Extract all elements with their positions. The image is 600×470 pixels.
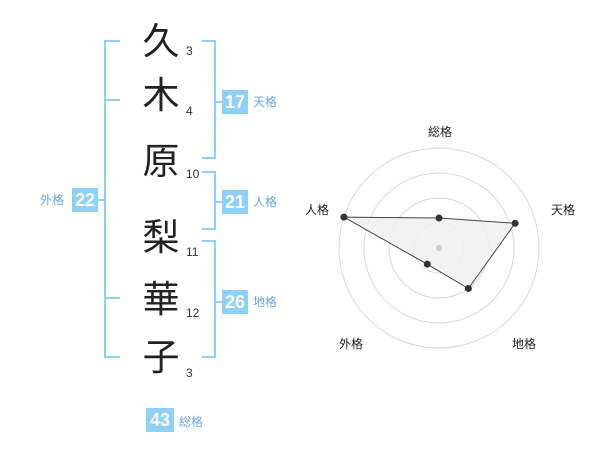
gaikaku-bracket-tick xyxy=(104,40,120,42)
radar-axis-jinkaku: 人格 xyxy=(304,203,329,217)
chikaku-value-badge: 26 xyxy=(222,290,248,314)
radar-point-3 xyxy=(423,260,431,268)
stroke-count-2: 4 xyxy=(186,104,193,118)
soukaku-value-badge: 43 xyxy=(146,408,174,432)
chikaku-connector xyxy=(214,301,224,303)
name-char-3: 原 xyxy=(142,140,180,183)
radar-point-0 xyxy=(435,214,443,222)
jinkaku-label: 人格 xyxy=(253,195,278,209)
chikaku-bracket xyxy=(214,240,216,358)
tenkaku-label: 天格 xyxy=(253,95,278,109)
gaikaku-bracket-tick xyxy=(104,99,120,101)
radar-axis-chikaku: 地格 xyxy=(511,337,536,351)
stroke-count-3: 10 xyxy=(186,167,200,181)
name-char-6: 子 xyxy=(142,336,180,379)
tenkaku-connector xyxy=(214,101,224,103)
radar-point-4 xyxy=(340,213,348,221)
tenkaku-bracket xyxy=(214,40,216,159)
stroke-count-1: 3 xyxy=(186,44,193,58)
radar-series-area xyxy=(343,216,517,290)
gaikaku-label: 外格 xyxy=(40,193,65,207)
name-char-4: 梨 xyxy=(142,216,180,259)
radar-axis-tenkaku: 天格 xyxy=(550,203,575,217)
chikaku-bracket-tick xyxy=(202,356,216,358)
radar-axis-gaikaku: 外格 xyxy=(338,337,363,351)
radar-center-dot xyxy=(436,245,442,251)
tenkaku-bracket-tick xyxy=(202,40,216,42)
gaikaku-connector xyxy=(96,199,106,201)
chikaku-bracket-tick xyxy=(202,240,216,242)
tenkaku-bracket-tick xyxy=(202,157,216,159)
stroke-count-6: 3 xyxy=(186,366,193,380)
name-char-5: 華 xyxy=(142,278,180,321)
soukaku-label: 総格 xyxy=(179,415,204,429)
jinkaku-bracket-tick xyxy=(202,228,216,230)
radar-points xyxy=(340,213,519,292)
chikaku-label: 地格 xyxy=(253,295,278,309)
name-char-1: 久 xyxy=(142,20,180,63)
radar-point-2 xyxy=(464,284,472,292)
radar-rings xyxy=(338,147,540,349)
name-char-2: 木 xyxy=(142,74,180,117)
jinkaku-bracket-tick xyxy=(202,171,216,173)
radar-ring xyxy=(363,172,515,324)
tenkaku-value-badge: 17 xyxy=(222,90,248,114)
radar-point-1 xyxy=(511,219,519,227)
gaikaku-bracket-tick xyxy=(104,297,120,299)
gaikaku-bracket-tick xyxy=(104,356,120,358)
jinkaku-bracket xyxy=(214,171,216,230)
stroke-count-5: 12 xyxy=(186,306,200,320)
jinkaku-connector xyxy=(214,201,224,203)
gaikaku-value-badge: 22 xyxy=(72,188,98,212)
radar-axis-soukaku: 総格 xyxy=(427,125,452,139)
stroke-count-4: 11 xyxy=(186,245,199,259)
jinkaku-value-badge: 21 xyxy=(222,190,248,214)
radar-ring xyxy=(338,147,540,349)
